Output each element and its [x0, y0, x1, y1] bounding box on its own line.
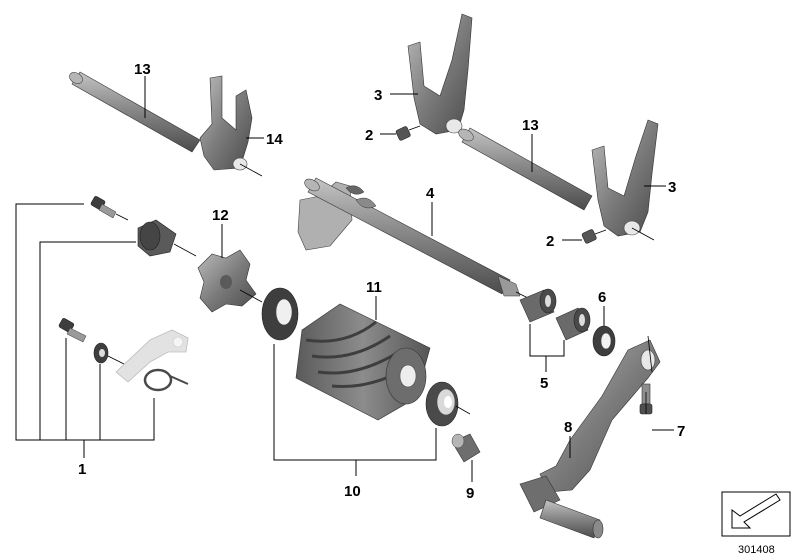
label-4: 4	[426, 185, 435, 202]
label-13-right: 13	[522, 117, 539, 134]
label-2-right: 2	[546, 233, 554, 250]
label-2-top: 2	[365, 127, 373, 144]
view-direction-box	[721, 491, 791, 537]
shift-fork-14	[199, 75, 263, 177]
label-3-right: 3	[668, 179, 676, 196]
shift-rod-13-left	[69, 71, 201, 153]
shift-drum-11	[295, 303, 431, 421]
label-3-top: 3	[374, 87, 382, 104]
label-8: 8	[564, 419, 572, 436]
shaft-seal-6	[592, 325, 616, 357]
shift-lever-8	[519, 335, 661, 539]
label-7: 7	[677, 423, 685, 440]
needle-bearing-5-a	[519, 288, 557, 323]
needle-bearing-5-b	[555, 307, 591, 341]
bushing-1	[137, 219, 197, 257]
callout-labels: 1 2 2 3 3 4 5 6 7 8 9 10 11 12 13 13 14	[78, 61, 685, 502]
leader-lines	[15, 76, 674, 482]
star-wheel-12	[197, 249, 263, 313]
shift-fork-3-top	[407, 13, 473, 135]
label-14: 14	[266, 131, 283, 148]
label-1: 1	[78, 461, 86, 478]
label-12: 12	[212, 207, 229, 224]
guide-pin-2-right	[581, 229, 607, 244]
label-9: 9	[466, 485, 474, 502]
spring-1	[143, 368, 189, 392]
label-5: 5	[540, 375, 548, 392]
washer-1	[93, 342, 125, 365]
seal-ring-10	[261, 287, 299, 341]
bolt-1-upper	[90, 196, 129, 221]
guide-pin-2-top	[395, 125, 421, 141]
label-11: 11	[366, 279, 382, 296]
label-10: 10	[344, 483, 361, 500]
label-6: 6	[598, 289, 606, 306]
ball-bearing-10	[425, 381, 471, 427]
shift-rod-13-right	[458, 127, 593, 211]
bolt-7	[639, 383, 653, 415]
bolt-1-lower	[58, 318, 87, 343]
diagram-number: 301408	[738, 544, 775, 556]
sensor-9	[451, 433, 481, 463]
locking-lever-ghost	[115, 329, 189, 383]
view-arrow-icon	[731, 493, 781, 529]
shift-fork-3-right	[591, 119, 659, 241]
label-13-left: 13	[134, 61, 151, 78]
shift-shaft-4	[297, 177, 537, 303]
